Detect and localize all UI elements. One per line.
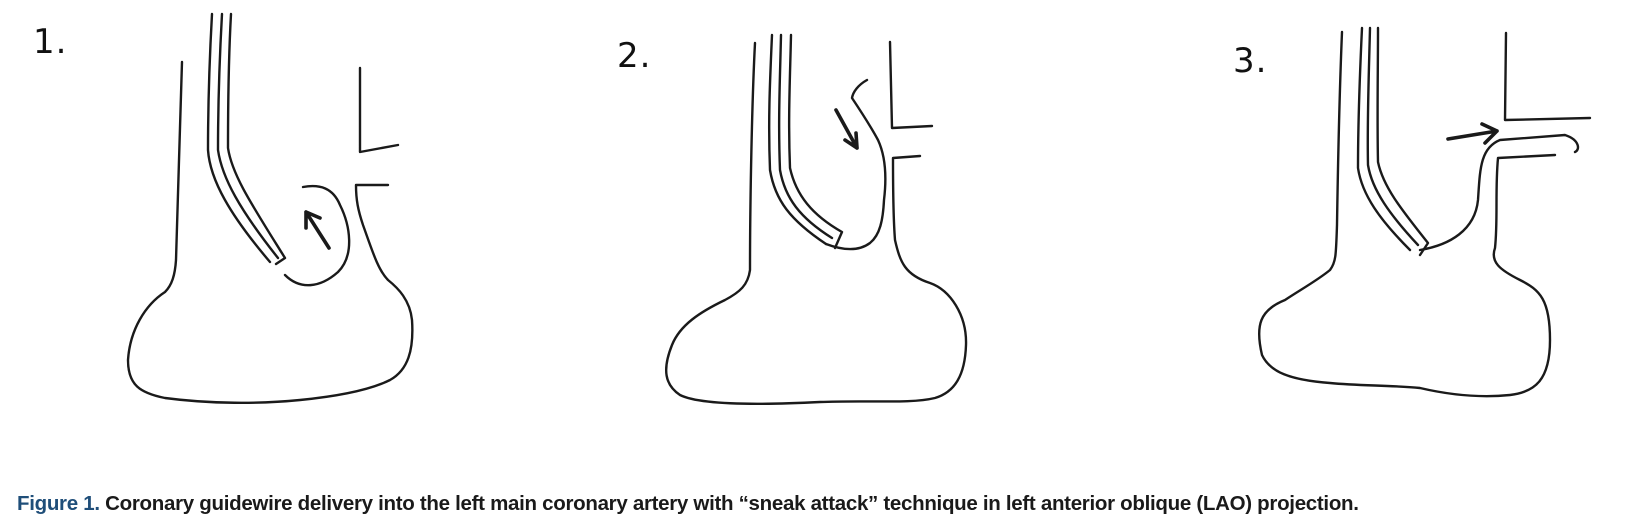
aorta-outline-3 [1257,30,1557,398]
cusp-1 [283,184,351,287]
cusp-2 [824,78,887,251]
aorta-outline-1 [126,60,414,404]
root-top-1 [358,66,400,154]
figure-number: Figure 1. [17,492,100,515]
catheter-2a [767,33,828,246]
catheter-1c [226,12,287,266]
panel-3-drawing [1257,26,1592,398]
catheter-2b [777,33,834,240]
catheter-1a [206,12,272,264]
guidewire-3 [1418,133,1580,252]
root-top-2 [888,40,934,130]
root-top-3 [1503,31,1592,122]
arrow-icon-1 [304,210,331,250]
figure: 1. 2. 3. [33,12,1592,405]
panel-label-1: 1. [33,22,68,62]
catheter-2c [787,33,844,250]
caption-text: Coronary guidewire delivery into the lef… [99,492,1359,515]
panel-1-drawing [126,12,414,404]
figure-drawings [126,12,1592,405]
catheter-3c [1376,26,1430,257]
panel-label-2: 2. [617,36,652,76]
catheter-3a [1356,26,1412,252]
catheter-1b [216,12,280,260]
arrow-icon-2 [834,108,859,150]
figure-caption: Figure 1. Coronary guidewire delivery in… [17,492,1359,516]
panel-label-3: 3. [1233,41,1268,81]
arrow-icon-3 [1446,122,1499,145]
panel-2-drawing [664,33,968,405]
aorta-outline-2 [664,41,968,405]
catheter-3b [1366,26,1420,247]
